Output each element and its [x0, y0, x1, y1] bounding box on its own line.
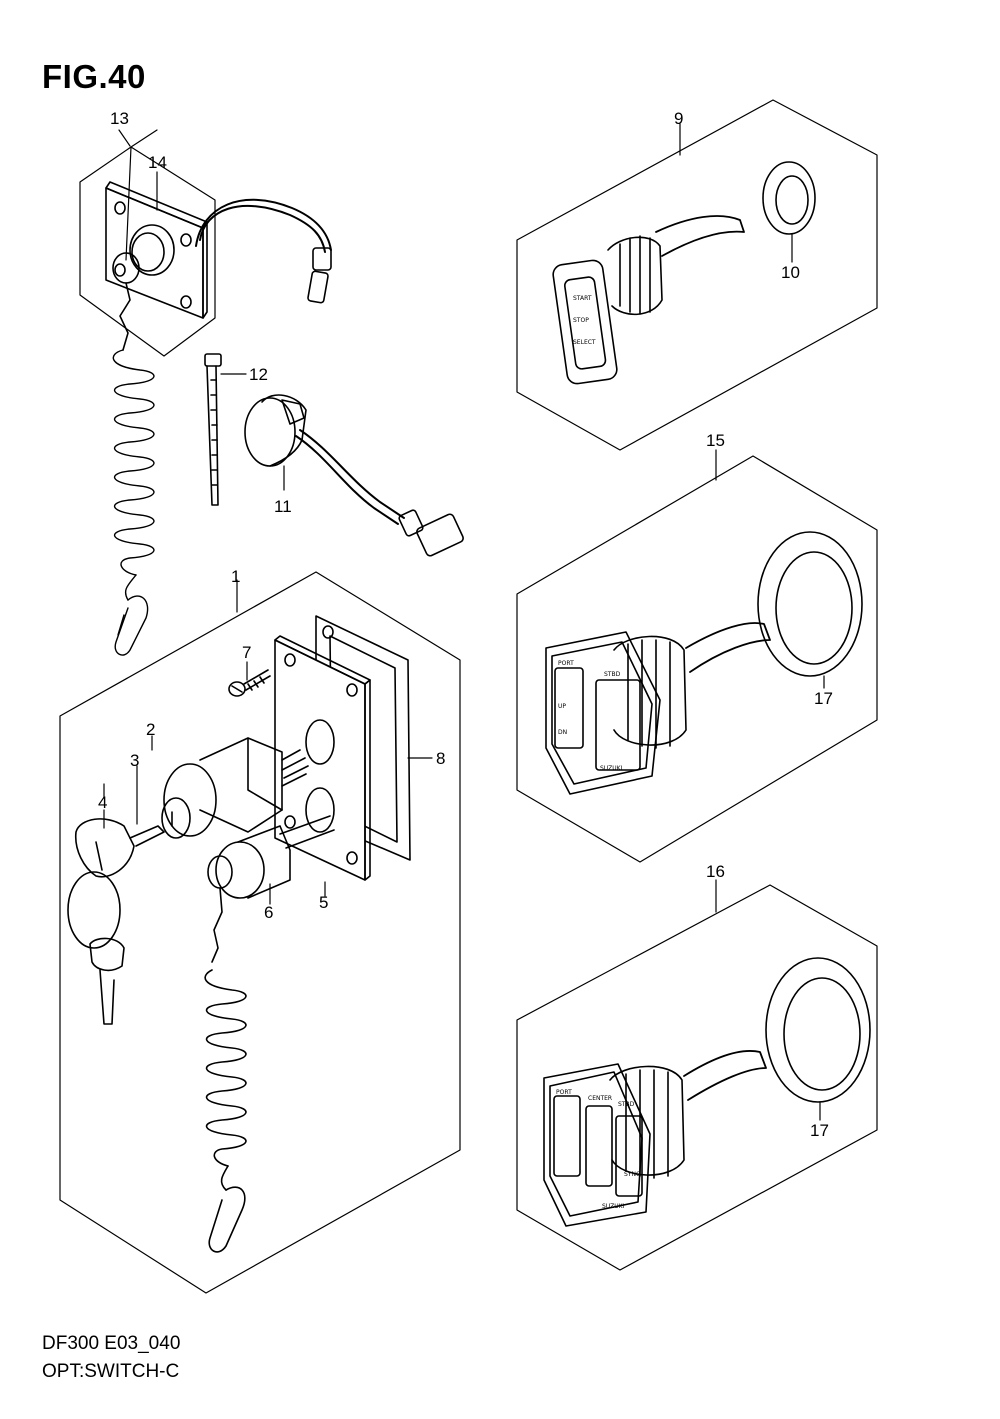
- coiled-lanyard-13: [112, 349, 155, 656]
- callout-13: 13: [110, 109, 129, 128]
- ignition-switch-2: [161, 737, 309, 839]
- callout-1: 1: [231, 567, 240, 586]
- panel16-stbd: STBD: [618, 1101, 635, 1108]
- callout-17a: 17: [814, 689, 833, 708]
- callout-12: 12: [249, 365, 268, 384]
- panel15-stbd: STBD: [604, 671, 621, 678]
- switch-panel-assembly-9: START STOP SELECT: [516, 99, 878, 451]
- panel16-port: PORT: [556, 1089, 572, 1096]
- group-box-13: [79, 146, 216, 357]
- leader-lines: [103, 123, 825, 1121]
- panel16-sync: SYNC: [624, 1171, 640, 1178]
- key-4: [67, 818, 165, 1025]
- callout-8: 8: [436, 749, 445, 768]
- callout-numbers: 13 14 12 11 1 2 3 4 7 8 5 6 9 10 15 17 1…: [98, 109, 833, 1140]
- panel9-start: START: [573, 295, 592, 302]
- kill-switch-assembly-13: [79, 146, 332, 656]
- switch-panel-assembly-16: PORT CENTER STBD SYNC SUZUKI: [516, 884, 878, 1271]
- ignition-switch-kit-1: [59, 571, 461, 1294]
- lanyard-switch-6: [204, 815, 335, 1253]
- callout-4: 4: [98, 793, 107, 812]
- callout-14: 14: [148, 153, 167, 172]
- panel15-port: PORT: [558, 660, 574, 667]
- callout-6: 6: [264, 903, 273, 922]
- switch-panel-assembly-15: PORT STBD UP DN SUZUKI: [516, 455, 878, 863]
- panel15-brand: SUZUKI: [600, 765, 623, 772]
- model-code: DF300 E03_040: [42, 1333, 181, 1354]
- screw-7: [228, 669, 271, 697]
- emergency-stop-switch-11: [244, 394, 464, 557]
- callout-2: 2: [146, 720, 155, 739]
- callout-7: 7: [242, 643, 251, 662]
- callout-3: 3: [130, 751, 139, 770]
- callout-10: 10: [781, 263, 800, 282]
- callout-5: 5: [319, 893, 328, 912]
- callout-9: 9: [674, 109, 683, 128]
- panel15-up: UP: [558, 703, 566, 710]
- group-box-9: [516, 99, 878, 451]
- panel15-dn: DN: [558, 729, 567, 736]
- cable-tie-12: [204, 353, 222, 506]
- group-box-16: [516, 884, 878, 1271]
- panel16-center: CENTER: [588, 1095, 612, 1102]
- panel9-stop: STOP: [573, 317, 589, 324]
- callout-16: 16: [706, 862, 725, 881]
- callout-11: 11: [274, 497, 292, 516]
- panel9-select: SELECT: [573, 339, 596, 346]
- mounting-panel-5: [274, 635, 371, 881]
- callout-17b: 17: [810, 1121, 829, 1140]
- callout-15: 15: [706, 431, 725, 450]
- section-name: OPT:SWITCH-C: [42, 1361, 180, 1382]
- figure-title: FIG.40: [42, 58, 146, 95]
- group-box-1: [59, 571, 461, 1294]
- panel16-brand: SUZUKI: [602, 1203, 625, 1210]
- group-box-15: [516, 455, 878, 863]
